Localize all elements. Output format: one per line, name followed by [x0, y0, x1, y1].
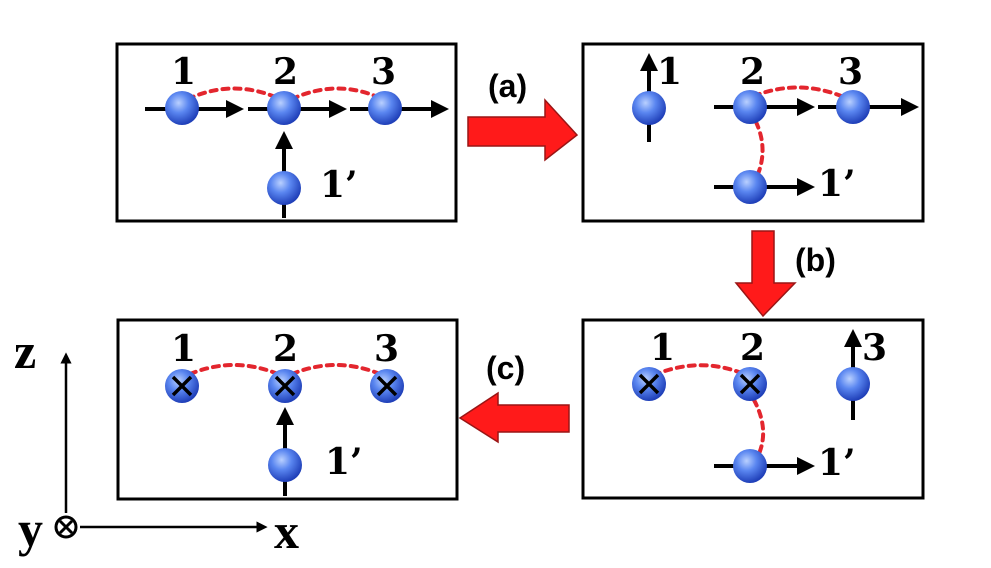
axis-label-z: z [14, 323, 36, 379]
bond-2-1p [754, 120, 765, 176]
cross-into-page-icon [638, 373, 660, 395]
cross-into-page-icon [171, 375, 193, 397]
label-site-1p: 1’ [320, 164, 358, 206]
arrow-down-icon [734, 230, 797, 318]
spin-2-y [733, 367, 767, 401]
atom-1p [267, 171, 301, 205]
atom-3 [836, 367, 870, 401]
atom-1p [733, 170, 767, 204]
label-site-1: 1 [650, 327, 675, 369]
transition-c: (c) [458, 350, 570, 444]
panel-after-b: 1 2 3 1’ [581, 318, 925, 500]
arrow-right-icon [467, 98, 579, 162]
panel-after-c: 1 2 3 1’ [116, 318, 459, 501]
spin-1-y [632, 367, 666, 401]
label-site-2: 2 [740, 51, 765, 93]
spin-3-y [370, 369, 404, 403]
arrow-left-icon [458, 391, 570, 444]
step-label-c: (c) [486, 350, 525, 386]
label-site-1p: 1’ [818, 163, 856, 205]
spin-1-y [165, 369, 199, 403]
step-label-a: (a) [488, 68, 527, 104]
atom-1 [165, 91, 199, 125]
axis-label-x: x [274, 503, 299, 559]
label-site-1: 1 [657, 51, 682, 93]
label-site-3: 3 [371, 51, 396, 93]
label-site-2: 2 [273, 51, 298, 93]
label-site-2: 2 [740, 327, 765, 369]
step-label-b: (b) [795, 242, 836, 278]
atom-1 [632, 91, 666, 125]
bond-2-3 [290, 86, 384, 101]
panel-after-a: 1 2 3 1’ [581, 42, 925, 223]
label-site-3: 3 [374, 328, 399, 370]
label-site-2: 2 [273, 328, 298, 370]
bond-1-2 [186, 86, 282, 101]
y-axis-into-page-icon [54, 515, 78, 539]
label-site-3: 3 [838, 51, 863, 93]
atom-1p [733, 449, 767, 483]
spin-2-y [268, 369, 302, 403]
bond-2-1p [752, 398, 766, 458]
label-site-1: 1 [171, 328, 196, 370]
cross-into-page-icon [739, 373, 761, 395]
axis-label-y: y [18, 501, 43, 557]
label-site-1: 1 [171, 51, 196, 93]
cross-into-page-icon [376, 375, 398, 397]
cross-into-page-icon [274, 375, 296, 397]
transition-b: (b) [734, 230, 836, 318]
coordinate-axes: z x y [14, 323, 299, 559]
label-site-1p: 1’ [818, 442, 856, 484]
bond-2-3 [752, 85, 848, 100]
atom-2 [733, 90, 767, 124]
label-site-3: 3 [862, 327, 887, 369]
transition-a: (a) [467, 68, 579, 162]
panel-initial: 1 2 3 1’ [115, 42, 458, 223]
bond-1-2 [652, 363, 746, 377]
atom-1p [268, 448, 302, 482]
atom-3 [368, 91, 402, 125]
atom-2 [267, 91, 301, 125]
label-site-1p: 1’ [325, 441, 363, 483]
atom-3 [836, 90, 870, 124]
